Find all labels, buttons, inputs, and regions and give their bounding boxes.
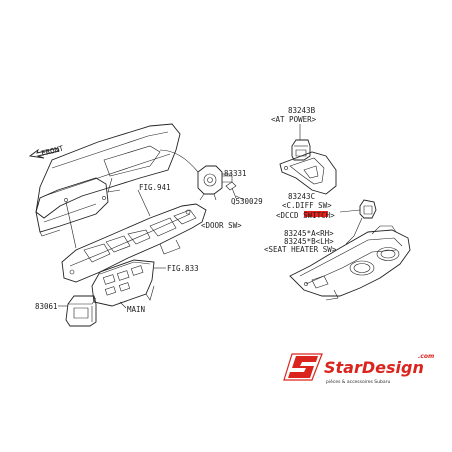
part-83331-label: 83331 [224, 169, 247, 178]
switch-83243b [291, 139, 311, 161]
part-q530029-label: Q530029 [231, 197, 263, 206]
leader-main [119, 301, 127, 309]
main-label: MAIN [127, 305, 145, 314]
leader-q530029 [235, 195, 245, 201]
at-power-label: <AT POWER> [271, 115, 317, 124]
door-switch-83331 [197, 165, 233, 201]
fig833-label: FIG.833 [167, 264, 199, 273]
part-83245-lh-label: 83245*B<LH> [284, 237, 334, 246]
part-83243c-label: 83243C [288, 192, 315, 201]
dccd-switch-label: <DCCD SWITCH> [276, 211, 335, 220]
part-83245-rh-label: 83245*A<RH> [284, 229, 334, 238]
front-arrow: FRONT [28, 144, 65, 159]
leader-dccd [339, 209, 361, 213]
part-83243b-label: 83243B [288, 106, 316, 115]
shift-console-panel [279, 151, 337, 195]
leader-fig941 [137, 189, 151, 217]
logo-suffix: .com [418, 353, 434, 360]
seat-heater-sw-label: <SEAT HEATER SW> [264, 245, 337, 254]
dccd-highlight [304, 211, 328, 217]
leader-seat-heater [345, 217, 363, 245]
front-label: FRONT [40, 144, 65, 158]
main-window-switch [91, 259, 155, 307]
leader-panel-down [65, 201, 77, 249]
fig941-label: FIG.941 [139, 183, 171, 192]
screw-q530029 [225, 181, 237, 199]
stardesign-logo: StarDesign .com pièces & accessoires Sub… [283, 353, 434, 385]
dccd-switch [359, 199, 377, 219]
door-trim-panel [35, 123, 181, 237]
armrest-switch-panel [61, 203, 207, 283]
logo-mark-icon [283, 353, 323, 381]
center-console [289, 225, 411, 301]
logo-name: StarDesign [324, 358, 424, 377]
part-83061-label: 83061 [35, 302, 58, 311]
switch-83061 [65, 295, 97, 327]
logo-tagline: pièces & accessoires Subaru [326, 378, 390, 385]
leader-door-switch [159, 149, 199, 173]
c-diff-sw-label: <C.DIFF SW> [282, 201, 332, 210]
door-sw-label: <DOOR SW> [201, 221, 242, 230]
